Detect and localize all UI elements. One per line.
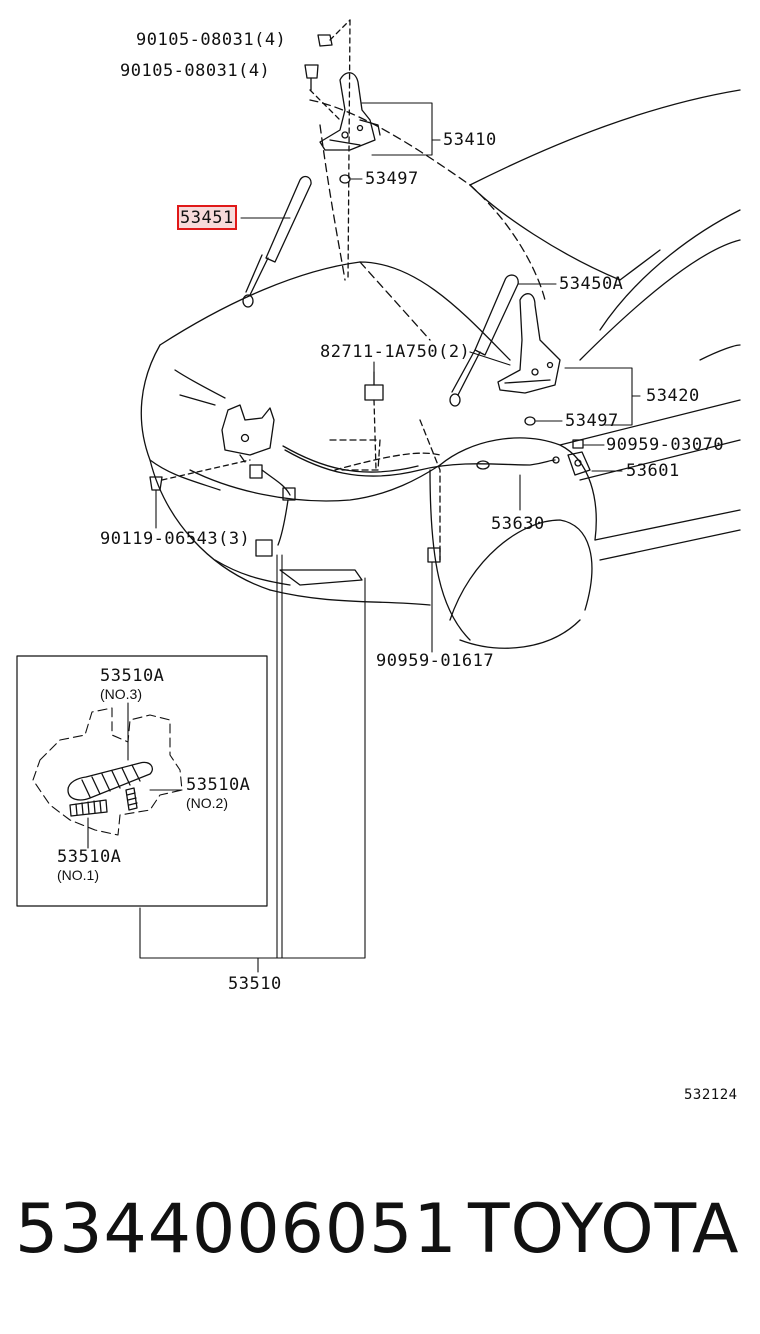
label-inset-no1[interactable]: 53510A [57, 847, 122, 867]
label-hood-hinge-lower[interactable]: 53420 [646, 386, 700, 406]
part-number-title: 5344006051 [15, 1190, 458, 1269]
label-hood-support-right[interactable]: 53450A [559, 274, 624, 294]
label-bolt-lock[interactable]: 90119-06543(3) [100, 529, 251, 549]
label-washer-lower[interactable]: 53497 [565, 411, 619, 431]
brand-title: TOYOTA [468, 1190, 740, 1269]
label-inset-no3[interactable]: 53510A [100, 666, 165, 686]
label-hood-catch[interactable]: 53601 [626, 461, 680, 481]
label-bolt-top-a[interactable]: 90105-08031(4) [136, 30, 287, 50]
inset-box [16, 655, 268, 907]
hood-support-right [449, 274, 519, 407]
hood-hinge-lower [497, 293, 561, 426]
hood-support-left [242, 175, 312, 308]
label-washer-upper[interactable]: 53497 [365, 169, 419, 189]
label-cable-assy[interactable]: 53510 [228, 974, 282, 994]
highlighted-part-number: 53451 [177, 205, 237, 230]
label-clamp-lower[interactable]: 90959-01617 [376, 651, 495, 671]
release-cable [282, 445, 560, 477]
label-release-cable[interactable]: 53630 [491, 514, 545, 534]
hood-hinge-upper [304, 19, 381, 281]
label-clamp-small[interactable]: 90959-03070 [606, 435, 725, 455]
clip-center [364, 371, 384, 471]
label-inset-no1-sub: (NO.1) [57, 867, 99, 883]
label-inset-no2-sub: (NO.2) [186, 795, 228, 811]
label-inset-no3-sub: (NO.3) [100, 686, 142, 702]
label-hood-hinge-upper[interactable]: 53410 [443, 130, 497, 150]
label-bolt-top-b[interactable]: 90105-08031(4) [120, 61, 271, 81]
label-hood-support-left[interactable]: 53451 [177, 205, 237, 230]
hood-lock [149, 404, 296, 557]
label-inset-no2[interactable]: 53510A [186, 775, 251, 795]
leader-lines [139, 102, 641, 973]
figure-code: 532124 [684, 1087, 738, 1103]
car-body-outline [140, 89, 741, 649]
label-clip-center[interactable]: 82711-1A750(2) [320, 342, 471, 362]
catch-and-clamps [427, 439, 591, 563]
